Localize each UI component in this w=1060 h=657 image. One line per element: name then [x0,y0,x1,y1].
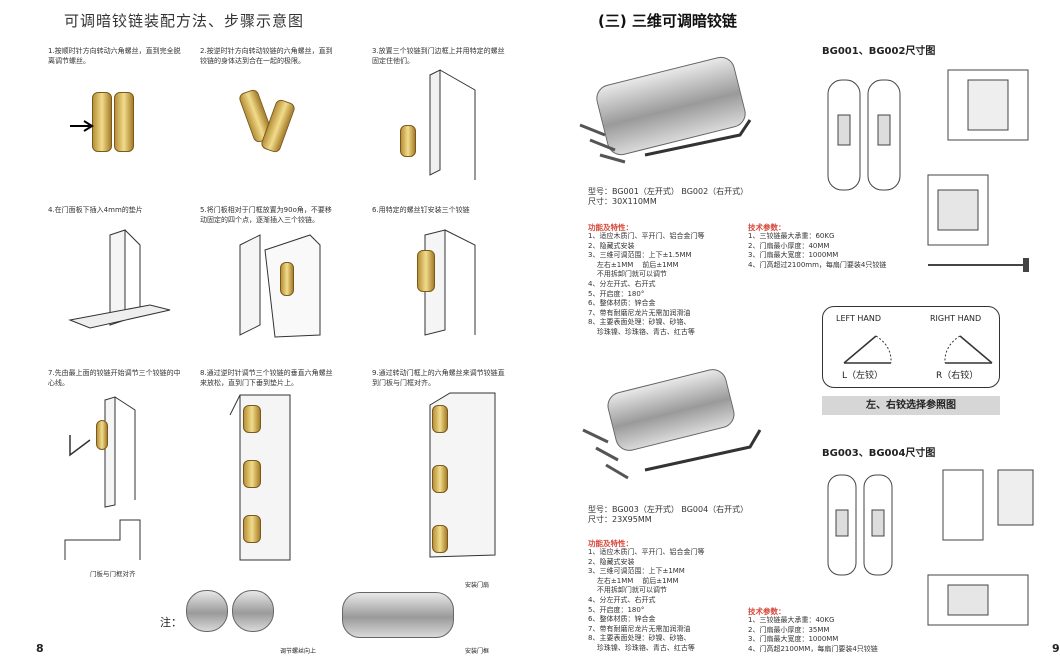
note-adjust-label: 调节螺丝向上 [280,648,317,655]
step-9-illustration [429,392,496,558]
list-item: 4、门高超过2100mm，每扇门要装4只铰链 [748,260,887,269]
list-item: 2、隐藏式安装 [588,241,635,250]
step-9-text: 9.通过转动门框上的六角螺丝来调节铰链直到门板与门框对齐。 [372,369,505,387]
list-item: 7、带有耐磨尼龙片无需加润滑油 [588,308,691,317]
dim1-title: BG001、BG002尺寸图 [822,46,936,57]
hand-selection-box [822,306,1000,388]
list-item: 5、开启度：180° [588,605,645,614]
note-label: 注： [160,616,182,629]
right-hand-sub: R（右铰） [936,371,979,381]
right-hand-label: RIGHT HAND [930,314,982,323]
step-8-illustration [229,394,291,561]
product1-model: 型号：BG001（左开式） BG002（右开式） [588,187,749,196]
step-6-hinge [417,250,435,292]
right-page-number: 9 [1052,642,1060,655]
hand-caption: 左、右铰选择参照图 [822,396,1000,415]
closed-hinge [342,592,454,638]
list-item: 2、隐藏式安装 [588,557,635,566]
left-hand-swing-icon [843,335,892,364]
list-item: 1、三铰链最大承重：40KG [748,616,835,624]
list-item: 5、开启度：180° [588,289,645,298]
product2-features-title: 功能及特性： [588,539,633,548]
step-4-text: 4.在门面板下插入4mm的垫片 [48,206,143,214]
list-item: 1、适应木质门、平开门、铝合金门等 [588,548,705,556]
list-item: 4、分左开式、右开式 [588,279,656,288]
right-hand-swing-icon [944,335,993,364]
list-item: 不用拆卸门就可以调节 [588,586,667,595]
product2-tech: 1、三铰链最大承重：40KG 2、门扇最小厚度：35MM 3、门扇最大宽度：10… [748,616,878,654]
list-item: 7、带有耐磨尼龙片无需加润滑油 [588,624,691,633]
left-hand-label: LEFT HAND [836,314,882,323]
screws-icon [579,123,626,164]
list-item: 4、分左开式、右开式 [588,595,656,604]
list-item: 4、门高超2100MM，每扇门要装4只铰链 [748,644,878,653]
list-item: 3、三维可调范围：上下±1MM [588,567,685,576]
list-item: 珍珠镍、珍珠铬、青古、红古等 [588,643,695,652]
right-page-title: (三) 三维可调暗铰链 [598,12,737,30]
list-item: 3、门扇最大宽度：1000MM [748,251,839,260]
list-item: 3、门扇最大宽度：1000MM [748,635,839,644]
step-7-illustration [69,396,136,508]
step-9-hinge-bottom [432,525,448,553]
product2-features: 1、适应木质门、平开门、铝合金门等 2、隐藏式安装 3、三维可调范围：上下±1M… [588,548,704,654]
door-frame-label: 安装门框 [465,648,490,655]
step-8-hinge-mid [243,460,261,488]
list-item: 6、整体材质：锌合金 [588,615,656,624]
product1-features-title: 功能及特性： [588,223,633,232]
step-8-hinge-top [243,405,261,433]
step-8-hinge-bottom [243,515,261,543]
open-hinge-right [232,590,274,632]
product2-model: 型号：BG003（左开式） BG004（右开式） [588,505,749,514]
list-item: 8、主要表面处理：砂镍、砂铬、 [588,634,691,643]
list-item: 1、适应木质门、平开门、铝合金门等 [588,232,705,240]
dim2-drawing [827,469,1034,626]
product1-tech: 1、三铰链最大承重：60KG 2、门扇最小厚度：40MM 3、门扇最大宽度：10… [748,232,886,270]
left-hand-sub: L（左铰） [842,371,884,381]
door-align-caption: 门板与门框对齐 [90,570,136,578]
product2-size: 尺寸：23X95MM [588,515,652,524]
product1-tech-title: 技术参数： [748,223,786,232]
dim1-drawing [827,69,1029,272]
step-8-text: 8.通过逆时针调节三个铰链的垂直六角螺丝来放松，直到门下垂到垫片上。 [200,369,333,387]
hex-key-icon [644,429,762,472]
left-page-number: 8 [36,642,44,655]
list-item: 1、三铰链最大承重：60KG [748,232,835,240]
list-item: 左右±1MM 前后±1MM [588,576,679,585]
list-item: 2、门扇最小厚度：35MM [748,625,830,634]
door-align-sketch [64,519,141,560]
list-item: 8、主要表面处理：砂镍、砂铬、 [588,318,691,327]
step-3-text: 3.放置三个铰链到门边框上并用特定的螺丝固定住他们。 [372,47,505,65]
list-item: 不用拆卸门就可以调节 [588,270,667,279]
screws-icon [582,428,629,480]
product1-features: 1、适应木质门、平开门、铝合金门等 2、隐藏式安装 3、三维可调范围：上下±1.… [588,232,704,338]
step-4-illustration [68,229,171,329]
list-item: 左右±1MM 前后±1MM [588,260,679,269]
step-7-hinge [96,420,108,450]
step-9-hinge-mid [432,465,448,493]
list-item: 2、门扇最小厚度：40MM [748,241,830,250]
door-leaf-label: 安装门扇 [465,582,490,589]
step-5-hinge [280,262,294,296]
step-5-text: 5.将门板相对于门框放置为90o角，不要移动固定的四个点，逐渐插入三个铰链。 [200,206,332,224]
dim2-title: BG003、BG004尺寸图 [822,448,936,459]
step-2-text: 2.按逆时针方向转动铰链的六角螺丝，直到铰链的身体达到合在一起的极限。 [200,47,333,65]
list-item: 珍珠镍、珍珠铬、青古、红古等 [588,327,695,336]
step-1-text: 1.按顺时针方向转动六角螺丝，直到完全脱离调节螺丝。 [48,47,181,65]
step-7-text: 7.先由最上面的铰链开始调节三个铰链的中心线。 [48,369,181,387]
hex-key-icon [644,119,752,157]
product1-size: 尺寸：30X110MM [588,197,657,206]
open-hinge-left [186,590,228,632]
step-9-hinge-top [432,405,448,433]
step-6-text: 6.用特定的螺丝钉安装三个铰链 [372,206,470,214]
step-6-illustration [424,229,476,336]
left-page-title: 可调暗铰链装配方法、步骤示意图 [64,12,305,30]
arrow-icon [70,120,94,132]
product2-tech-title: 技术参数： [748,607,786,616]
list-item: 6、整体材质：锌合金 [588,299,656,308]
list-item: 3、三维可调范围：上下±1.5MM [588,251,692,260]
